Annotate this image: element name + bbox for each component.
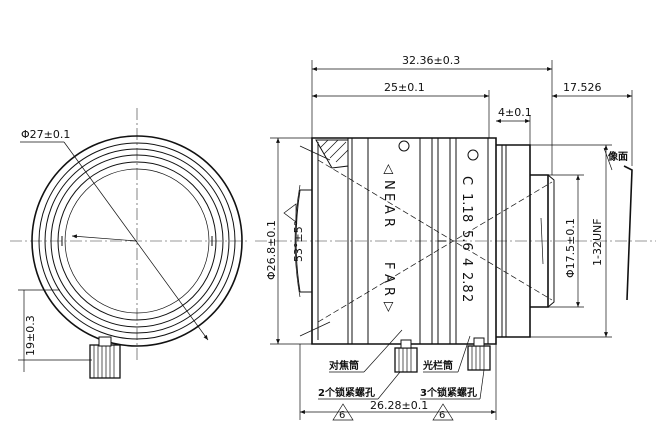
- front-diameter-text: Φ27±0.1: [21, 128, 70, 141]
- svg-text:1.1: 1.1: [459, 193, 474, 214]
- svg-text:A: A: [381, 205, 396, 214]
- svg-text:C: C: [459, 176, 474, 185]
- svg-text:2.8: 2.8: [459, 272, 474, 293]
- iris-scale: C 1.1 8 5.6 4 2.8 2: [459, 176, 474, 302]
- svg-text:▷: ▷: [381, 302, 396, 312]
- svg-text:E: E: [381, 193, 396, 201]
- screw-offset-text: 19±0.3: [24, 315, 37, 356]
- note-mark-1: 6: [339, 410, 345, 421]
- flange-text: 17.526: [563, 81, 602, 94]
- body-diameter-text: Φ26.8±0.1: [265, 220, 278, 280]
- mount-diameter-text: Φ17.5±0.1: [564, 218, 577, 278]
- angle-arc: [294, 184, 301, 298]
- retainer-hatch: [315, 139, 349, 169]
- svg-text:4: 4: [459, 258, 474, 266]
- radius-line: [71, 234, 138, 242]
- focus-ring-dot: [398, 140, 410, 152]
- thread-text: 1-32UNF: [591, 218, 604, 266]
- iris-label-leader: [457, 335, 471, 373]
- ray-3: [299, 145, 331, 161]
- outer-ring: [31, 135, 243, 347]
- ring-3: [44, 148, 230, 334]
- front-glass-curve: [295, 189, 301, 293]
- svg-text:5.6: 5.6: [459, 230, 474, 251]
- body-length-text: 25±0.1: [384, 81, 425, 94]
- svg-text:R: R: [381, 218, 396, 227]
- front-set-screw: [89, 336, 121, 379]
- iris-screw: [467, 337, 491, 371]
- step-text: 4±0.1: [498, 106, 532, 119]
- svg-text:F: F: [381, 262, 396, 269]
- focus-screws-label: 2个锁紧螺孔: [318, 386, 375, 399]
- iris-screws-label: 3个锁紧螺孔: [420, 386, 477, 399]
- iris-ring-label: 光栏筒: [422, 359, 453, 372]
- ray-4: [299, 321, 331, 337]
- ring-2: [38, 142, 236, 340]
- focus-scale: ◁ N E A R F A R ▷: [381, 164, 396, 312]
- svg-text:N: N: [381, 180, 396, 190]
- focus-label-leader: [363, 329, 403, 373]
- overall-length-text: 32.36±0.3: [402, 54, 460, 67]
- focus-ring-label: 对焦筒: [329, 359, 359, 372]
- view-angle-text: 53°±5°: [292, 221, 305, 262]
- ray-2: [317, 181, 553, 323]
- iris-ring-dot: [467, 149, 479, 161]
- ring-span-text: 26.28±0.1: [370, 399, 428, 412]
- image-plane: [623, 165, 633, 301]
- rear-glass-mark: [540, 217, 544, 265]
- rear-tube: [530, 174, 549, 308]
- focus-screw: [394, 339, 418, 373]
- glass-edge: [64, 168, 210, 314]
- note-mark-2: 6: [439, 410, 445, 421]
- ring-4: [50, 154, 224, 328]
- focus-screws-leader: [377, 371, 401, 400]
- ray-1: [317, 159, 553, 301]
- rear-tube-end: [547, 174, 555, 308]
- front-view: Φ27±0.1 19±0.3: [10, 108, 250, 379]
- svg-text:2: 2: [459, 294, 474, 302]
- svg-text:R: R: [381, 287, 396, 296]
- ring-5: [57, 161, 217, 321]
- svg-text:◁: ◁: [381, 164, 396, 174]
- side-view: ◁ N E A R F A R ▷ C 1.1 8 5.6 4 2.8 2: [255, 54, 656, 421]
- svg-text:A: A: [381, 274, 396, 283]
- angle-note-triangle: [283, 203, 297, 223]
- mount-barrel: [496, 144, 531, 338]
- image-plane-label: 像面: [607, 150, 628, 163]
- iris-screws-leader: [479, 369, 485, 400]
- svg-text:8: 8: [459, 214, 474, 222]
